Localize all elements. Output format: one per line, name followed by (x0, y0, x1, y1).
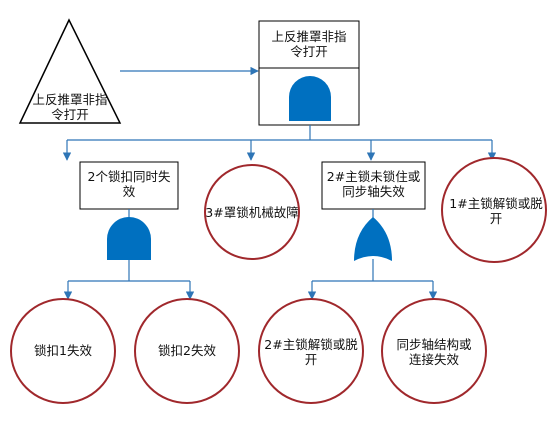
main-lock-or-gate (354, 217, 392, 261)
hook2-fail-circle (134, 298, 240, 404)
hook2-fail-label: 锁扣2失效 (158, 343, 216, 358)
main-lock2-unlock-circle (258, 298, 364, 404)
hook1-fail-circle (10, 298, 116, 404)
top-event-label: 上反推罩非指 令打开 (271, 29, 347, 59)
hook1-fail-label: 锁扣1失效 (34, 343, 92, 358)
lock-hooks-box (79, 161, 179, 210)
main-lock1-unlock-circle (441, 157, 547, 263)
top-and-gate (289, 76, 331, 121)
transfer-triangle-label: 上反推罩非指 令打开 (32, 92, 108, 122)
lock-hooks-label: 2个锁扣同时失 效 (87, 169, 171, 199)
main-lock2-unlock-label: 2#主锁解锁或脱 开 (264, 337, 358, 367)
sync-shaft-fail-circle (381, 298, 487, 404)
cover-lock-mech-failure-circle (204, 164, 300, 260)
main-lock1-unlock-label: 1#主锁解锁或脱 开 (449, 196, 543, 226)
lock-hooks-and-gate (107, 217, 151, 260)
main-lock-not-locked-label: 2#主锁未锁住或 同步轴失效 (326, 169, 421, 199)
top-event-box (258, 20, 360, 69)
transfer-triangle (18, 18, 122, 124)
sync-shaft-fail-label: 同步轴结构或 连接失效 (396, 337, 472, 367)
cover-lock-mech-failure-label: 3#罩锁机械故障 (205, 205, 299, 220)
